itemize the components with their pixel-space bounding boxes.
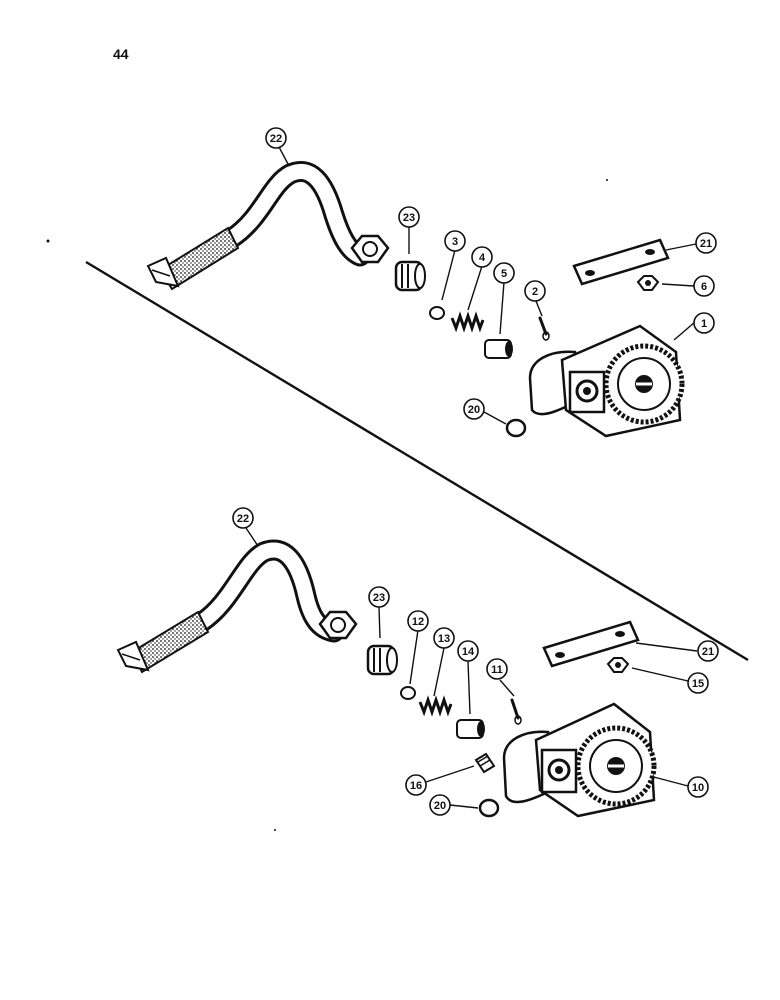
callout-11-lower: 11	[486, 658, 508, 680]
o-ring-20	[505, 418, 527, 438]
callout-21-upper: 21	[695, 232, 717, 254]
callout-12-lower: 12	[407, 610, 429, 632]
cotter-pin-11	[510, 698, 522, 725]
svg-text:2: 2	[532, 286, 538, 298]
plug-3	[429, 306, 445, 320]
callout-2-upper: 2	[524, 280, 546, 302]
o-ring-20	[478, 798, 500, 818]
callout-15-lower: 15	[687, 672, 709, 694]
valve-14	[456, 719, 485, 739]
svg-text:14: 14	[462, 646, 475, 658]
svg-text:21: 21	[700, 238, 712, 250]
nut-15	[606, 657, 630, 673]
svg-text:3: 3	[452, 236, 458, 248]
fitting-23	[394, 260, 426, 292]
page-number: 44	[113, 46, 129, 62]
svg-text:20: 20	[434, 800, 446, 812]
spring-13	[418, 695, 453, 717]
callout-22-upper: 22	[265, 127, 287, 149]
callout-14-lower: 14	[457, 640, 479, 662]
plate-21	[542, 620, 640, 668]
oil-pump-10	[502, 702, 657, 818]
callout-20-lower: 20	[429, 794, 451, 816]
svg-text:16: 16	[410, 780, 422, 792]
callout-13-lower: 13	[433, 627, 455, 649]
oil-tube-22	[146, 161, 390, 291]
svg-text:21: 21	[702, 646, 714, 658]
plug-12	[400, 686, 416, 700]
spring-4	[450, 311, 485, 333]
section-divider-line	[85, 260, 749, 662]
oil-pump-1	[528, 324, 685, 438]
lower-assembly	[116, 539, 657, 818]
svg-text:5: 5	[501, 268, 507, 280]
callout-16-lower: 16	[405, 774, 427, 796]
callout-10-lower: 10	[687, 776, 709, 798]
svg-text:23: 23	[403, 212, 415, 224]
svg-text:13: 13	[438, 633, 450, 645]
valve-16	[474, 752, 496, 774]
callout-4-upper: 4	[471, 246, 493, 268]
callout-22-lower: 22	[232, 507, 254, 529]
oil-tube-22	[116, 539, 358, 674]
callout-3-upper: 3	[444, 230, 466, 252]
cotter-pin-2	[538, 316, 550, 341]
scan-speck	[606, 179, 608, 181]
svg-text:6: 6	[701, 281, 707, 293]
leader-lines	[245, 146, 698, 809]
svg-text:23: 23	[373, 592, 385, 604]
callout-20-upper: 20	[463, 398, 485, 420]
valve-5	[484, 339, 513, 359]
svg-text:1: 1	[701, 318, 707, 330]
upper-assembly	[146, 161, 685, 438]
svg-text:20: 20	[468, 404, 480, 416]
plate-21	[572, 238, 670, 286]
fitting-23	[366, 644, 398, 676]
svg-text:11: 11	[491, 664, 503, 676]
nut-6	[636, 275, 660, 291]
callout-21-lower: 21	[697, 640, 719, 662]
callout-23-lower: 23	[368, 586, 390, 608]
svg-text:12: 12	[412, 616, 424, 628]
svg-text:22: 22	[270, 133, 282, 145]
callout-1-upper: 1	[693, 312, 715, 334]
scan-speck	[274, 829, 276, 831]
svg-text:10: 10	[692, 782, 704, 794]
stray-mark	[46, 239, 50, 243]
svg-text:4: 4	[479, 252, 486, 264]
callout-6-upper: 6	[693, 275, 715, 297]
svg-text:15: 15	[692, 678, 704, 690]
callout-23-upper: 23	[398, 206, 420, 228]
callout-5-upper: 5	[493, 262, 515, 284]
svg-text:22: 22	[237, 513, 249, 525]
